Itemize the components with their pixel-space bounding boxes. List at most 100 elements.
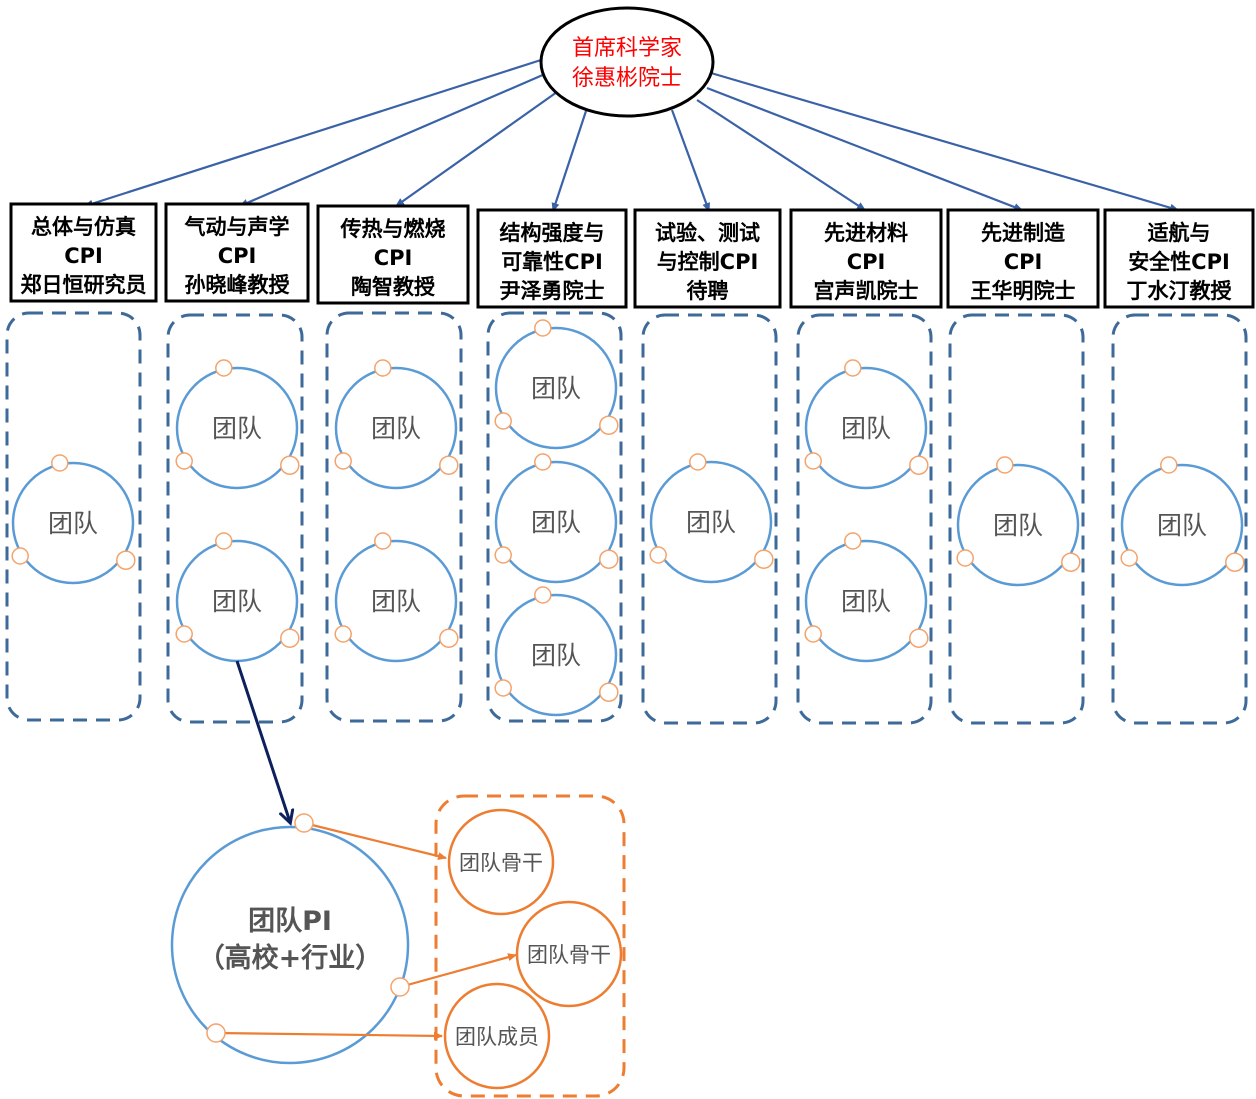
- connector-node: [689, 453, 707, 471]
- connector-node: [1225, 552, 1245, 572]
- department-label-line: 适航与: [1148, 221, 1211, 245]
- team-circle: [11, 461, 135, 585]
- team-label: 团队: [371, 414, 421, 443]
- member-circle: [443, 982, 551, 1090]
- department-label-line: CPI: [64, 244, 103, 268]
- team-node[interactable]: 团队: [334, 359, 459, 490]
- root-to-dept-arrow: [551, 110, 588, 212]
- team-pi-circle: [170, 825, 410, 1065]
- connector-node: [215, 532, 233, 550]
- team-label: 团队: [686, 508, 736, 537]
- department-label-line: 传热与燃烧: [340, 217, 446, 241]
- department-label-line: CPI: [1004, 250, 1043, 274]
- team-node[interactable]: 团队: [649, 453, 774, 584]
- connector-node: [206, 1023, 226, 1043]
- connector-node: [374, 359, 392, 377]
- member-node[interactable]: 团队骨干: [515, 900, 623, 1008]
- team-node[interactable]: 团队: [175, 532, 300, 663]
- team-node[interactable]: 团队: [494, 586, 619, 717]
- department-box: [164, 202, 310, 303]
- member-circle: [447, 808, 555, 916]
- connector-node: [175, 625, 193, 643]
- department-label-line: 安全性CPI: [1128, 250, 1230, 274]
- chief-scientist-ellipse: [539, 6, 715, 118]
- team-circle: [804, 366, 928, 490]
- connector-node: [334, 625, 352, 643]
- team-circle: [956, 463, 1080, 587]
- team-node[interactable]: 团队: [804, 359, 929, 490]
- team-circle: [494, 460, 618, 584]
- connector-node: [439, 455, 459, 475]
- department-label-line: 总体与仿真: [31, 215, 136, 239]
- root-to-dept-arrow: [84, 58, 542, 208]
- connector-node: [1160, 456, 1178, 474]
- team-group-container: [641, 313, 778, 725]
- department-box: [1103, 208, 1255, 309]
- member-node[interactable]: 团队骨干: [447, 808, 555, 916]
- connector-node: [599, 415, 619, 435]
- team-node[interactable]: 团队: [494, 319, 619, 450]
- team-label: 团队: [531, 508, 581, 537]
- member-label: 团队成员: [455, 1025, 539, 1049]
- team-label: 团队: [841, 414, 891, 443]
- chief-scientist-name: 徐惠彬院士: [572, 66, 682, 91]
- department-label-line: 试验、测试: [655, 221, 760, 245]
- department-label-line: CPI: [847, 250, 886, 274]
- team-label: 团队: [371, 587, 421, 616]
- team-circle: [494, 326, 618, 450]
- connector-node: [215, 359, 233, 377]
- pi-to-member-arrow: [303, 821, 447, 860]
- connector-node: [1120, 549, 1138, 567]
- members-container: [434, 794, 626, 1098]
- team-group-container: [5, 311, 142, 722]
- root-links: [84, 58, 1179, 212]
- department-label-line: 与控制CPI: [657, 250, 759, 274]
- team-node[interactable]: 团队: [1120, 456, 1245, 587]
- team-pi-label-line: 团队PI: [248, 906, 332, 937]
- department-box: [316, 204, 470, 305]
- team-pi-node[interactable]: 团队PI （高校+行业）: [170, 825, 410, 1065]
- connector-node: [390, 977, 410, 997]
- team-node[interactable]: 团队: [175, 359, 300, 490]
- team-label: 团队: [841, 587, 891, 616]
- department-label-line: 尹泽勇院士: [500, 279, 605, 303]
- connector-node: [494, 546, 512, 564]
- team-circle: [649, 460, 773, 584]
- connector-node: [649, 546, 667, 564]
- team-label: 团队: [212, 587, 262, 616]
- connector-node: [334, 452, 352, 470]
- connector-node: [439, 628, 459, 648]
- root-to-dept-arrow: [706, 86, 1023, 212]
- chief-scientist-title: 首席科学家: [572, 36, 682, 61]
- connector-node: [534, 586, 552, 604]
- team-node[interactable]: 团队: [956, 456, 1081, 587]
- team-node[interactable]: 团队: [804, 532, 929, 663]
- department-label-line: 待聘: [687, 279, 729, 303]
- chief-scientist-node[interactable]: 首席科学家 徐惠彬院士: [539, 6, 715, 118]
- department-label-line: 陶智教授: [351, 275, 436, 299]
- team-label: 团队: [993, 511, 1043, 540]
- department-label-line: CPI: [218, 244, 257, 268]
- connector-node: [1061, 552, 1081, 572]
- member-node[interactable]: 团队成员: [443, 982, 551, 1090]
- connector-node: [175, 452, 193, 470]
- team-pi-label-line: （高校+行业）: [198, 942, 383, 974]
- department-label-line: 气动与声学: [184, 215, 290, 239]
- pi-to-member-arrow: [215, 1031, 443, 1040]
- team-node[interactable]: 团队: [334, 532, 459, 663]
- team-node[interactable]: 团队: [494, 453, 619, 584]
- department-label-line: 丁水汀教授: [1127, 279, 1233, 303]
- member-label: 团队骨干: [527, 943, 611, 967]
- team-group-container: [1111, 313, 1248, 725]
- team-circle: [494, 593, 618, 717]
- department-box: [633, 208, 782, 309]
- team-node[interactable]: 团队: [11, 454, 136, 585]
